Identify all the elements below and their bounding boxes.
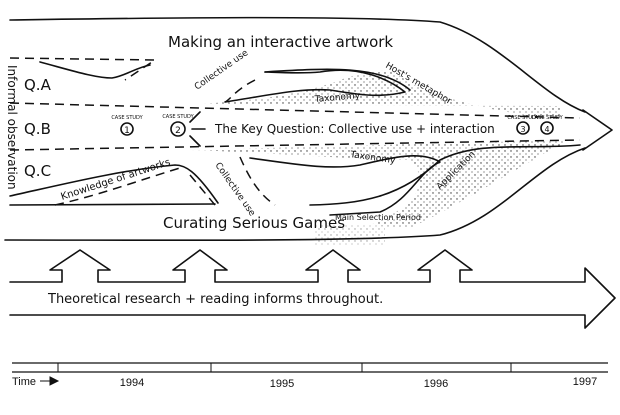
- top-title: Making an interactive artwork: [168, 33, 393, 51]
- timeline: Time 1994 1995 1996 1997: [12, 362, 608, 390]
- case-study-label: CASE STUDY: [531, 115, 563, 121]
- case-study-label: CASE STUDY: [111, 115, 143, 121]
- taxonomy-top-label: Taxonomy: [313, 91, 361, 105]
- bottom-flow-border: [4, 147, 586, 242]
- collective-use-bottom-dash: [239, 156, 276, 206]
- case-study-number: 2: [175, 126, 181, 136]
- qa-band-dash: [9, 57, 158, 81]
- year-1995: 1995: [270, 378, 294, 390]
- case-study-number: 3: [520, 125, 525, 134]
- collective-use-top-label: Collective use: [193, 48, 251, 93]
- hosts-loop: [264, 68, 411, 91]
- case-study-number: 1: [124, 126, 130, 136]
- case-study-number: 4: [544, 125, 549, 134]
- qb-upper-dash: [9, 102, 581, 119]
- key-question: The Key Question: Collective use + inter…: [214, 122, 495, 136]
- top-flow-border: [9, 16, 586, 113]
- year-1994: 1994: [120, 377, 144, 389]
- stipple-lower: [190, 140, 570, 228]
- case-study-label: CASE STUDY: [507, 115, 539, 121]
- question-c: Q.C: [24, 162, 51, 180]
- year-1996: 1996: [424, 378, 448, 390]
- theory-label: Theoretical research + reading informs t…: [47, 292, 383, 307]
- qa-band-line: [39, 61, 151, 79]
- case-study-4: 4 CASE STUDY: [531, 115, 564, 135]
- case-study-3: 3 CASE STUDY: [507, 115, 540, 135]
- theory-arrow: [9, 249, 616, 329]
- main-selection-label: Main Selection Period: [335, 213, 421, 222]
- time-label: Time: [12, 376, 36, 388]
- time-arrow-icon: [40, 376, 60, 386]
- case-study-1: 1 CASE STUDY: [111, 115, 143, 136]
- knowledge-label: Knowledge of artworks: [60, 157, 172, 203]
- main-arrowhead: [582, 109, 613, 151]
- collective-use-top-dash: [224, 79, 256, 103]
- question-a: Q.A: [24, 76, 52, 94]
- case-study-label: CASE STUDY: [162, 114, 194, 120]
- year-1997: 1997: [573, 376, 597, 388]
- bottom-title: Curating Serious Games: [163, 214, 345, 232]
- question-b: Q.B: [24, 120, 51, 138]
- case-study-2: 2 CASE STUDY: [162, 111, 206, 147]
- knowledge-line: [9, 164, 219, 204]
- curating-band-top: [9, 144, 581, 206]
- knowledge-dash: [54, 167, 216, 206]
- stipple-selection: [315, 225, 385, 245]
- taxonomy-top-border: [224, 69, 406, 103]
- collective-use-bottom-label: Collective use: [213, 161, 258, 219]
- qb-lower-dash: [9, 139, 581, 151]
- taxonomy-bottom-loop: [249, 155, 441, 216]
- side-label: Informal observation: [5, 65, 19, 190]
